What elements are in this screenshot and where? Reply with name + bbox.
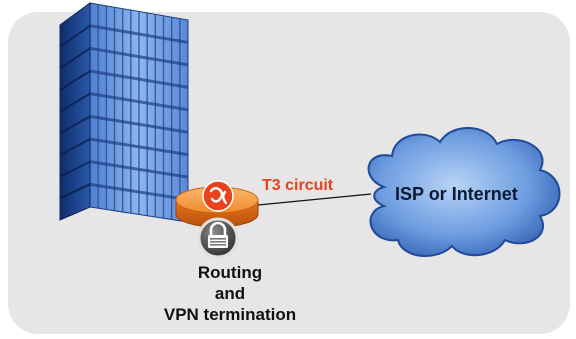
t3-circuit-link [257, 193, 372, 206]
router-caption: Routing and VPN termination [150, 262, 310, 325]
vpn-router-icon [175, 180, 259, 228]
office-tower-icon [59, 2, 189, 223]
link-label: T3 circuit [262, 177, 334, 194]
cloud-label: ISP or Internet [395, 184, 518, 204]
router-caption-line: and [214, 284, 246, 303]
cloud-icon [367, 127, 561, 258]
router-caption-line: VPN termination [163, 305, 297, 324]
padlock-icon [197, 217, 239, 259]
router-caption-line: Routing [197, 263, 263, 282]
